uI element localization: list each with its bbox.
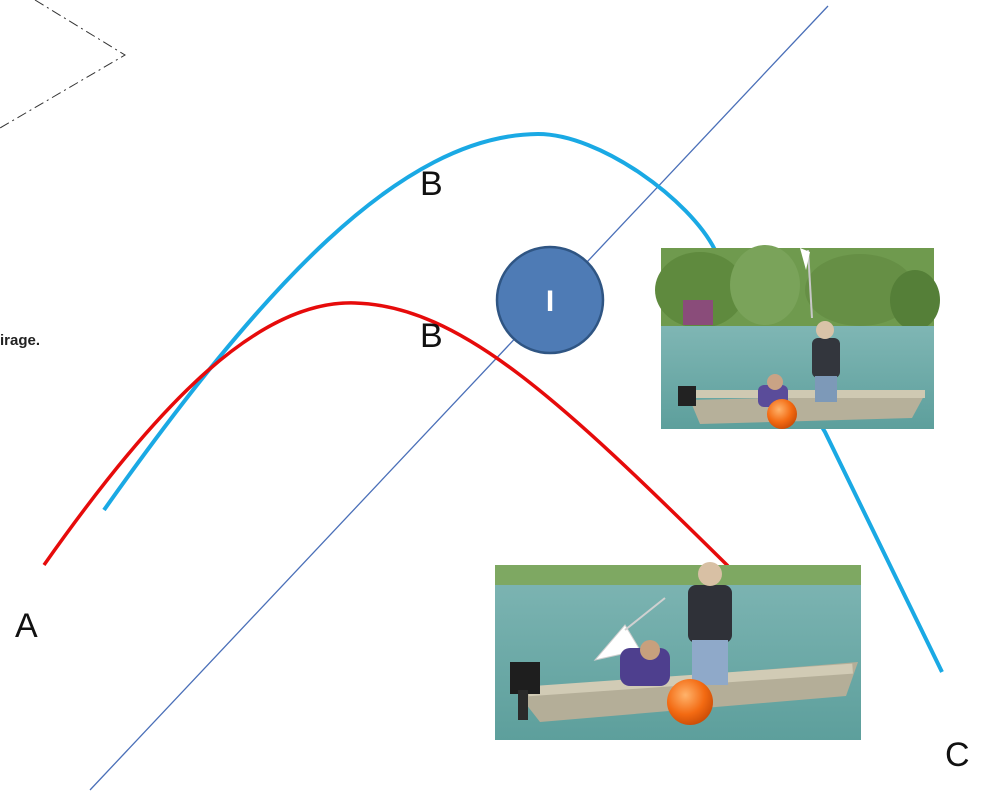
boat-photo-top [655,245,940,429]
diagonal-axis-line [89,5,829,791]
label-b-lower: B [420,317,443,355]
label-a: A [15,607,38,645]
label-c: C [945,736,970,774]
circle-i-label: I [546,285,554,318]
boat-photo-bottom [495,562,861,740]
label-b-upper: B [420,165,443,203]
red-trajectory [42,301,730,568]
dash-dot-outline [0,0,126,129]
text-fragment: irage. [0,332,41,349]
circle-i [495,245,605,355]
blue-trajectory [102,132,944,673]
